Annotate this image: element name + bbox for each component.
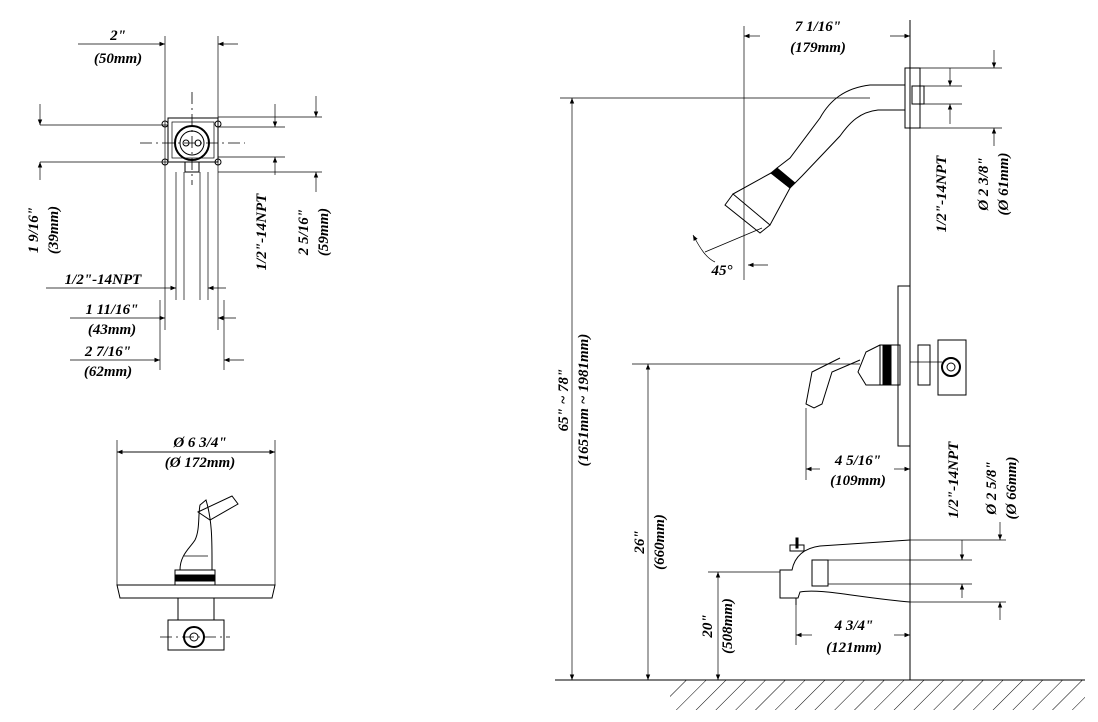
handle-reach: 4 5/16": [834, 453, 881, 469]
mid-dim: 1 11/16": [86, 302, 139, 318]
spout-diameter: Ø 2 5/8": [984, 461, 1000, 515]
head-height: 65" ~ 78": [556, 369, 572, 432]
floor-hatch: [670, 680, 1085, 710]
shower-head: [724, 167, 796, 234]
angle-line: [704, 227, 763, 253]
side-npt: 1/2"-14NPT: [254, 193, 270, 270]
valve-body-front: [160, 597, 230, 651]
head-height-mm: (1651mm ~ 1981mm): [576, 334, 592, 467]
side-view: 45° 7 1/16" (179mm) 1/2"-14NPT Ø 2 3/8" …: [555, 19, 1085, 710]
arm-npt: 1/2"-14NPT: [934, 155, 950, 232]
valve-height-mm: (660mm): [652, 514, 668, 570]
mid-dim-mm: (43mm): [88, 322, 136, 338]
right-height-dim: 2 5/16": [296, 209, 312, 256]
handle-reach-mm: (109mm): [830, 473, 886, 489]
top-width-dim-mm: (50mm): [94, 51, 142, 67]
head-angle: 45°: [711, 263, 733, 279]
arm-diameter-mm: (Ø 61mm): [996, 153, 1012, 216]
spout-height-mm: (508mm): [720, 598, 736, 654]
top-width-dim: 2": [109, 28, 126, 44]
top-view: 2" (50mm) 1 9/16" (39mm) 1/2"-14NPT 2 5/…: [26, 28, 332, 380]
valve-height: 26": [632, 530, 648, 554]
spout-diameter-mm: (Ø 66mm): [1004, 457, 1020, 520]
overall-dim: 2 7/16": [84, 344, 131, 360]
tub-spout: [779, 537, 911, 605]
plate-diameter: Ø 6 3/4": [172, 435, 226, 451]
plate-diameter-mm: (Ø 172mm): [165, 455, 235, 471]
valve-body-plan: [161, 117, 222, 173]
arm-diameter: Ø 2 3/8": [976, 157, 992, 211]
bottom-npt: 1/2"-14NPT: [65, 272, 142, 288]
spout-reach-mm: (121mm): [826, 640, 882, 656]
spout-height: 20": [700, 614, 716, 638]
spout-reach: 4 3/4": [834, 618, 874, 634]
shower-arm: [776, 67, 925, 184]
arm-reach-mm: (179mm): [790, 40, 846, 56]
arm-reach: 7 1/16": [795, 19, 841, 35]
trim-plate: [116, 584, 276, 599]
lever-handle: [174, 495, 239, 586]
front-view: Ø 6 3/4" (Ø 172mm): [116, 435, 276, 651]
spout-npt: 1/2"-14NPT: [946, 441, 962, 518]
left-height-dim: 1 9/16": [26, 207, 42, 253]
left-height-dim-mm: (39mm): [46, 206, 62, 254]
right-height-dim-mm: (59mm): [316, 208, 332, 256]
valve-trim-side: [805, 285, 967, 447]
overall-dim-mm: (62mm): [84, 364, 132, 380]
